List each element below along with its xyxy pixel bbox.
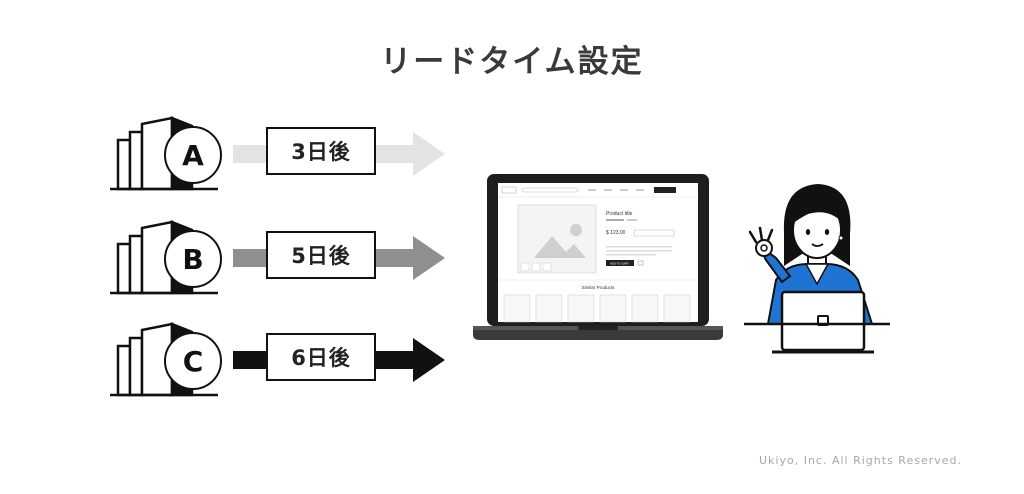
supplier-label-circle: B [164,230,222,288]
supplier-row-a: A 3日後 [0,112,460,202]
lead-time-box: 3日後 [266,127,376,175]
person-with-laptop-icon [744,184,890,354]
supplier-row-b: B 5日後 [0,216,460,306]
add-to-cart-button: ADD TO CART [610,262,629,266]
supplier-label-circle: C [164,332,222,390]
lead-time-box: 6日後 [266,333,376,381]
supplier-row-c: C 6日後 [0,318,460,408]
laptop-ecommerce-screen: Product title $ 123.00 ADD TO CART Simil… [473,174,723,340]
price-text: $ 123.00 [606,230,626,236]
product-title-text: Product title [606,211,633,217]
copyright-footer: Ukiyo, Inc. All Rights Reserved. [759,454,962,467]
diagram-title: リードタイム設定 [380,44,644,80]
similar-products-text: Similar Products [582,285,616,290]
lead-time-box: 5日後 [266,231,376,279]
supplier-label-circle: A [164,126,222,184]
